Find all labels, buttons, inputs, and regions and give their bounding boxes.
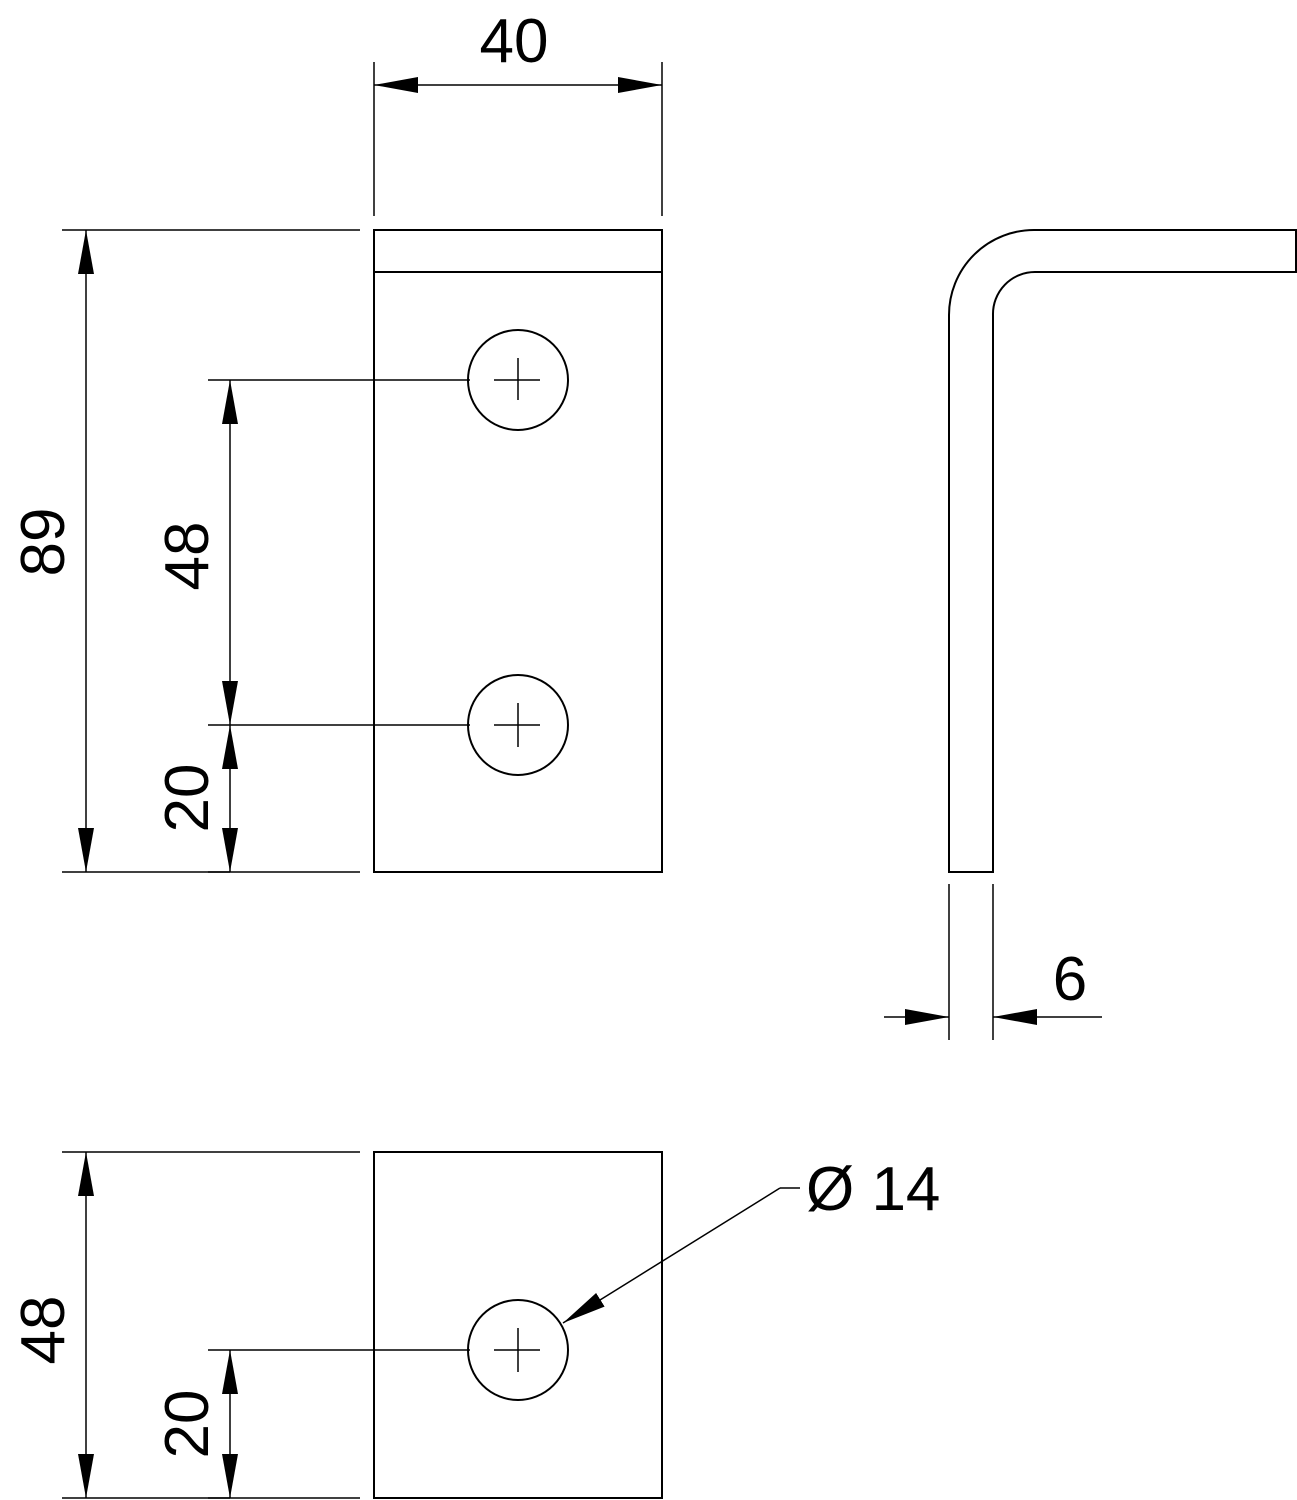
bottom-view: 48 20 Ø 14 — [9, 1151, 940, 1499]
side-profile — [948, 228, 1297, 873]
dim-bottom-offset-label: 20 — [153, 1390, 222, 1459]
dim-thickness-label: 6 — [1053, 945, 1087, 1014]
front-outline — [373, 229, 663, 873]
side-view: 6 — [884, 228, 1297, 1040]
dim-hole-spacing: 48 20 — [153, 379, 470, 873]
dim-hole-offset-label: 20 — [153, 764, 222, 833]
dim-bottom-height-label: 48 — [9, 1296, 78, 1365]
dim-hole-spacing-label: 48 — [153, 522, 222, 591]
dim-width: 40 — [373, 7, 663, 216]
dim-height: 89 — [9, 229, 360, 873]
bottom-outline — [373, 1151, 663, 1499]
dim-width-label: 40 — [480, 7, 549, 76]
dim-height-label: 89 — [9, 508, 78, 577]
dim-hole-diameter-label: Ø 14 — [806, 1155, 940, 1224]
front-view — [373, 229, 663, 873]
